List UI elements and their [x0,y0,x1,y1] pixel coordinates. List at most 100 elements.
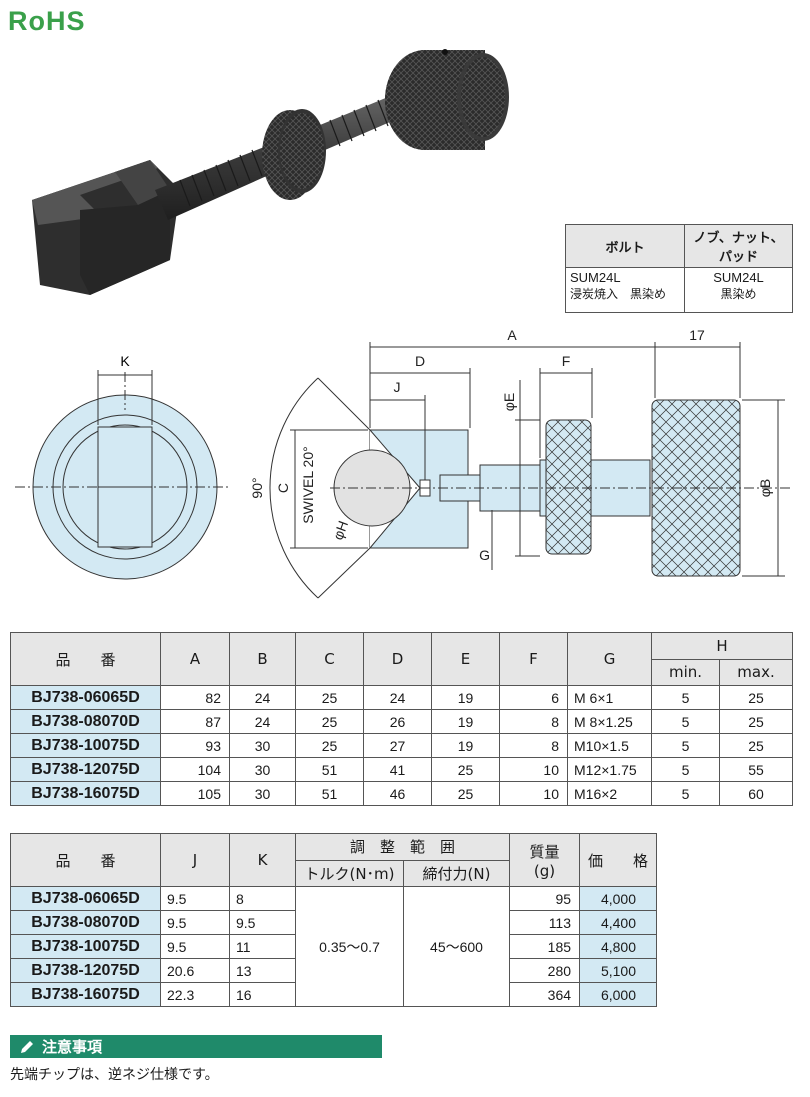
t1-Hmax: 60 [719,781,793,806]
t1-Hmin: 5 [651,757,720,782]
material-bolt-cell: SUM24L 浸炭焼入 黒染め [565,267,685,313]
t2-part: BJ738-16075D [10,982,161,1007]
t2-J: 22.3 [160,982,230,1007]
t2-clamp-range: 45～600 [402,886,511,1007]
t1-head-A: A [160,632,230,686]
t2-head-adjust: 調 整 範 囲 [294,833,511,861]
label-C: C [275,483,291,493]
t1-C: 25 [295,733,364,758]
technical-drawing: K A 17 [15,327,790,599]
material-bolt-line1: SUM24L [570,270,621,285]
t1-G: M 6×1 [567,685,652,710]
t2-K: 9.5 [229,910,296,935]
t1-A: 104 [160,757,230,782]
t2-part: BJ738-08070D [10,910,161,935]
rohs-logo: RoHS [8,6,86,36]
t2-J: 20.6 [160,958,230,983]
t1-B: 24 [229,685,296,710]
caution-title: 注意事項 [42,1038,103,1056]
t2-K: 13 [229,958,296,983]
t2-head-clamp: 締付力(N) [402,859,511,887]
t2-head-mass-unit: (g) [533,861,556,880]
label-phiE: φE [501,393,517,411]
material-header-bolt: ボルト [565,224,685,268]
t1-D: 41 [363,757,432,782]
t2-price: 5,100 [579,958,658,983]
t2-part: BJ738-12075D [10,958,161,983]
t1-C: 51 [295,781,364,806]
t1-part: BJ738-16075D [10,781,161,806]
t1-C: 25 [295,685,364,710]
t1-A: 87 [160,709,230,734]
label-angle90: 90° [249,477,265,498]
table-row: BJ738-06065D 9.5 8 0.35～0.7 45～600 95 4,… [10,886,658,1007]
t2-K: 8 [229,886,296,911]
label-A: A [507,327,517,343]
t1-F: 8 [499,709,568,734]
t1-E: 25 [431,757,500,782]
t1-head-C: C [295,632,364,686]
t2-K: 11 [229,934,296,959]
t2-head-mass: 質量 (g) [509,833,581,887]
table-row: BJ738-06065D 82 24 25 24 19 6 M 6×1 5 25 [10,685,793,710]
t1-head-Hmin: min. [651,658,720,686]
t1-C: 51 [295,757,364,782]
table-row: BJ738-08070D 87 24 25 26 19 8 M 8×1.25 5… [10,709,793,734]
material-bolt-line2: 浸炭焼入 黒染め [570,287,667,301]
t1-part: BJ738-12075D [10,757,161,782]
t2-head-K: K [229,833,296,887]
t1-head-E: E [431,632,500,686]
t1-A: 82 [160,685,230,710]
t2-head-part: 品 番 [10,833,161,887]
t2-K: 16 [229,982,296,1007]
t1-Hmin: 5 [651,685,720,710]
t1-G: M10×1.5 [567,733,652,758]
t1-head-G: G [567,632,652,686]
t1-D: 24 [363,685,432,710]
label-D: D [415,353,425,369]
pencil-icon [18,1038,36,1056]
t2-J: 9.5 [160,886,230,911]
front-view [15,370,230,580]
t2-mass: 113 [509,910,581,935]
t1-B: 24 [229,709,296,734]
t1-F: 6 [499,685,568,710]
label-J: J [394,379,401,395]
t1-D: 27 [363,733,432,758]
t1-Hmax: 25 [719,709,793,734]
t1-Hmin: 5 [651,733,720,758]
material-header-knob: ノブ、ナット、パッド [684,224,793,268]
t2-mass: 185 [509,934,581,959]
t1-head-part: 品 番 [10,632,161,686]
t1-F: 10 [499,757,568,782]
label-phiB: φB [757,479,773,497]
table-row: BJ738-12075D 20.6 13 280 5,100 [10,958,658,983]
t1-body: BJ738-06065D 82 24 25 24 19 6 M 6×1 5 25… [10,685,793,806]
t1-E: 19 [431,709,500,734]
label-swivel: SWIVEL 20° [300,446,316,523]
t1-Hmin: 5 [651,709,720,734]
label-phiH: φH [330,519,352,543]
table-row: BJ738-08070D 9.5 9.5 113 4,400 [10,910,658,935]
t1-E: 19 [431,733,500,758]
material-knob-cell: SUM24L 黒染め [684,267,793,313]
t1-E: 25 [431,781,500,806]
t1-C: 25 [295,709,364,734]
t2-price: 4,000 [579,886,658,911]
t1-A: 105 [160,781,230,806]
t1-part: BJ738-08070D [10,709,161,734]
caution-header: 注意事項 [10,1035,382,1058]
t1-B: 30 [229,781,296,806]
table-row: BJ738-12075D 104 30 51 41 25 10 M12×1.75… [10,757,793,782]
label-17: 17 [689,327,705,343]
t2-mass: 364 [509,982,581,1007]
t1-head-H: H [651,632,793,660]
t1-head-D: D [363,632,432,686]
t2-mass: 280 [509,958,581,983]
t2-part: BJ738-06065D [10,886,161,911]
t1-G: M 8×1.25 [567,709,652,734]
dimensions-table: 品 番 A B C D E F G H min. max. BJ738-0606… [10,632,793,806]
t1-Hmax: 25 [719,733,793,758]
t1-part: BJ738-10075D [10,733,161,758]
t1-Hmax: 25 [719,685,793,710]
